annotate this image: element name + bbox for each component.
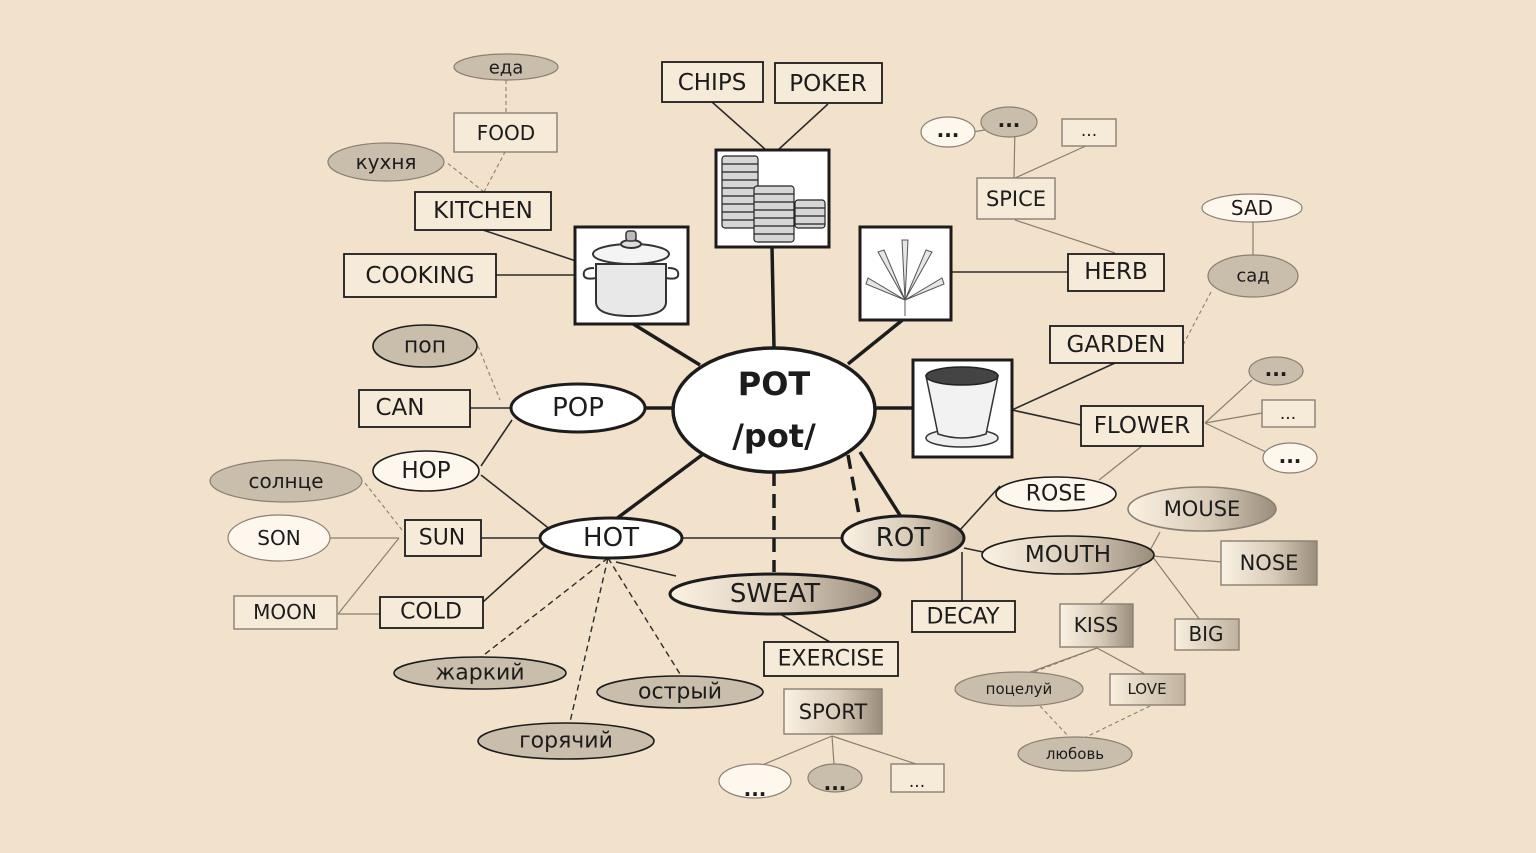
- garden-label: GARDEN: [1067, 332, 1166, 358]
- kitchen-ru-label: кухня: [356, 150, 417, 174]
- cooking-pot-icon: [595, 263, 667, 318]
- center-transcription: /pot/: [732, 417, 816, 455]
- coin-stacks-icon: [721, 155, 826, 243]
- hot-ru-2-label: горячий: [519, 729, 613, 754]
- sport-more-2: ...: [824, 771, 847, 795]
- hot-ru-1-label: жаркий: [435, 661, 524, 686]
- moon-label: MOON: [253, 600, 317, 624]
- ovals-grey: [209, 53, 1304, 793]
- spicy-ru-label: острый: [638, 680, 722, 705]
- exercise-label: EXERCISE: [778, 647, 885, 672]
- rhyme-sweat: SWEAT: [668, 572, 882, 616]
- cannabis-leaf-icon: [865, 239, 945, 316]
- sun-label: SUN: [419, 526, 466, 551]
- boxes-gradient: [783, 540, 1318, 735]
- cannabis-leaf-image: [858, 225, 953, 322]
- sad-label: SAD: [1231, 196, 1273, 220]
- rot-label: ROT: [876, 523, 931, 553]
- spice-label: SPICE: [986, 187, 1046, 211]
- boxes-dark: [343, 61, 1204, 677]
- ovals-white: [227, 116, 1318, 799]
- mouse-label: MOUSE: [1164, 497, 1241, 521]
- ovals-grey-dark: [372, 324, 764, 760]
- rose-label: ROSE: [1026, 482, 1086, 507]
- rhyme-rot: ROT: [840, 514, 966, 562]
- spice-more-3: ...: [1081, 121, 1097, 141]
- center-node: POT /pot/: [671, 346, 877, 474]
- flower-label: FLOWER: [1094, 413, 1191, 439]
- rhyme-pop: POP: [509, 382, 647, 434]
- kitchen-label: KITCHEN: [433, 198, 533, 224]
- flower-more-3: ...: [1279, 444, 1302, 468]
- pop-label: POP: [552, 393, 604, 423]
- sweat-label: SWEAT: [730, 579, 820, 609]
- nose-label: NOSE: [1240, 551, 1299, 575]
- cooking-label: COOKING: [365, 263, 474, 289]
- big-label: BIG: [1188, 622, 1223, 646]
- herb-label: HERB: [1084, 259, 1148, 285]
- connectors: [329, 80, 1267, 769]
- can-label: CAN: [376, 395, 425, 421]
- sport-label: SPORT: [799, 700, 868, 724]
- flower-more-1: ...: [1265, 357, 1288, 381]
- kiss-ru-label: поцелуй: [986, 680, 1053, 698]
- son-label: SON: [257, 526, 300, 550]
- boxes-light: [233, 112, 1316, 793]
- spice-more-2: ...: [998, 108, 1021, 132]
- sport-more-3: ...: [909, 772, 925, 792]
- hot-label: HOT: [583, 523, 639, 553]
- center-word: POT: [738, 365, 811, 403]
- love-ru-label: любовь: [1046, 745, 1104, 763]
- cooking-pot-image: [573, 225, 690, 326]
- sun-ru-label: солнце: [248, 469, 323, 493]
- coin-stacks-image: [714, 148, 831, 249]
- sport-more-1: ...: [744, 777, 767, 801]
- decay-label: DECAY: [927, 605, 1001, 630]
- chips-label: CHIPS: [678, 70, 747, 96]
- flower-pot-icon: [925, 366, 999, 448]
- kiss-label: KISS: [1074, 613, 1118, 637]
- hop-label: HOP: [401, 458, 450, 484]
- pop-ru-label: поп: [404, 334, 446, 359]
- flower-pot-image: [911, 358, 1014, 459]
- spice-more-1: ...: [937, 118, 960, 142]
- food-label: FOOD: [477, 121, 535, 145]
- cold-label: COLD: [400, 600, 462, 625]
- love-label: LOVE: [1127, 680, 1166, 698]
- garden-ru-label: сад: [1236, 266, 1269, 287]
- mouth-label: MOUTH: [1025, 542, 1111, 568]
- food-ru-label: еда: [489, 58, 524, 79]
- poker-label: POKER: [789, 71, 867, 97]
- flower-more-2: ...: [1280, 404, 1296, 424]
- ovals-white-dark: [372, 450, 1117, 512]
- ovals-gradient: [981, 486, 1277, 575]
- rhyme-hot: HOT: [538, 516, 684, 560]
